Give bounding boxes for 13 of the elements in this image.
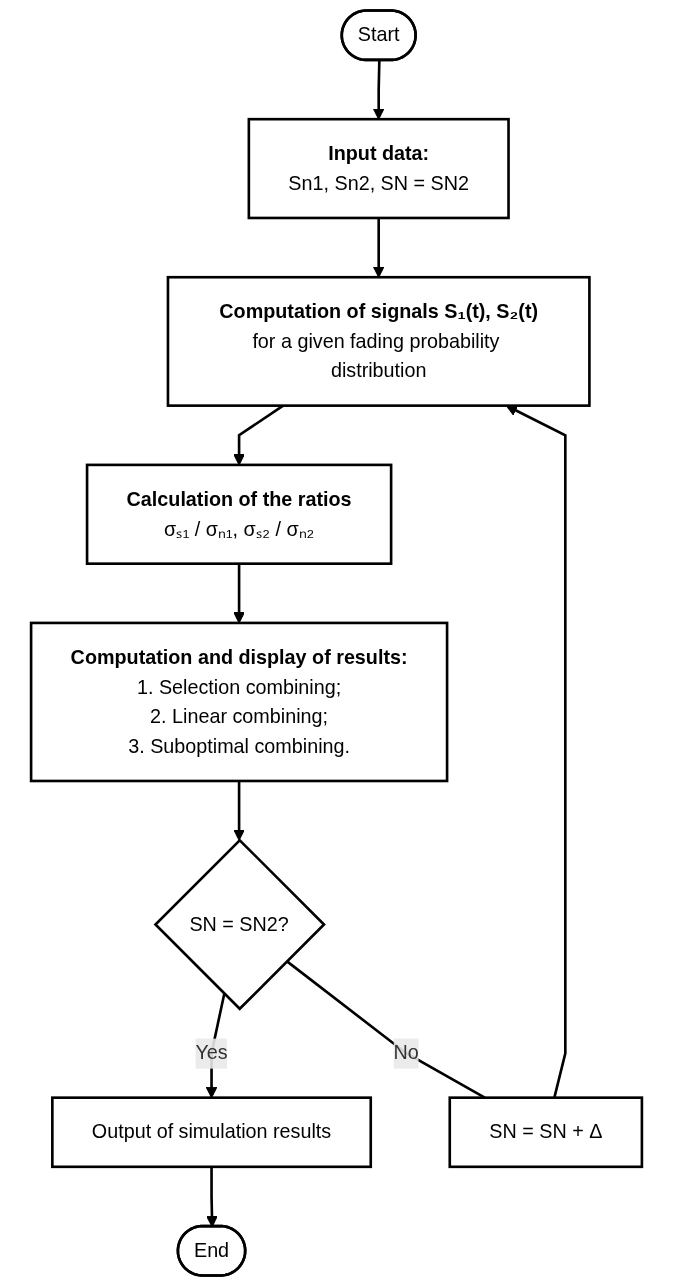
arrow [372,60,385,120]
node-diamond: SN = SN2? [153,838,326,1011]
arrow [233,781,245,841]
node-box: Output of simulation results [51,1096,373,1169]
arrow [505,405,567,1098]
arrow [372,217,385,278]
node-box: Computation and display of results: 1. Selection combining; 2. Linear combining; 3. Suboptimal combining. [29,621,449,783]
edge-label: Yes [195,1041,228,1064]
node-box: SN = SN + Δ [448,1096,644,1169]
edge-label: No [393,1041,419,1064]
node-box: Calculation of the ratios σₛ₁ / σₙ₁, σₛ₂ / σₙ₂ [85,463,393,565]
node-box: Computation of signals S₁(t), S₂(t) for a given fading probability distribution [166,275,591,407]
node-box: Input data: Sn1, Sn2, SN = SN2 [247,117,510,220]
